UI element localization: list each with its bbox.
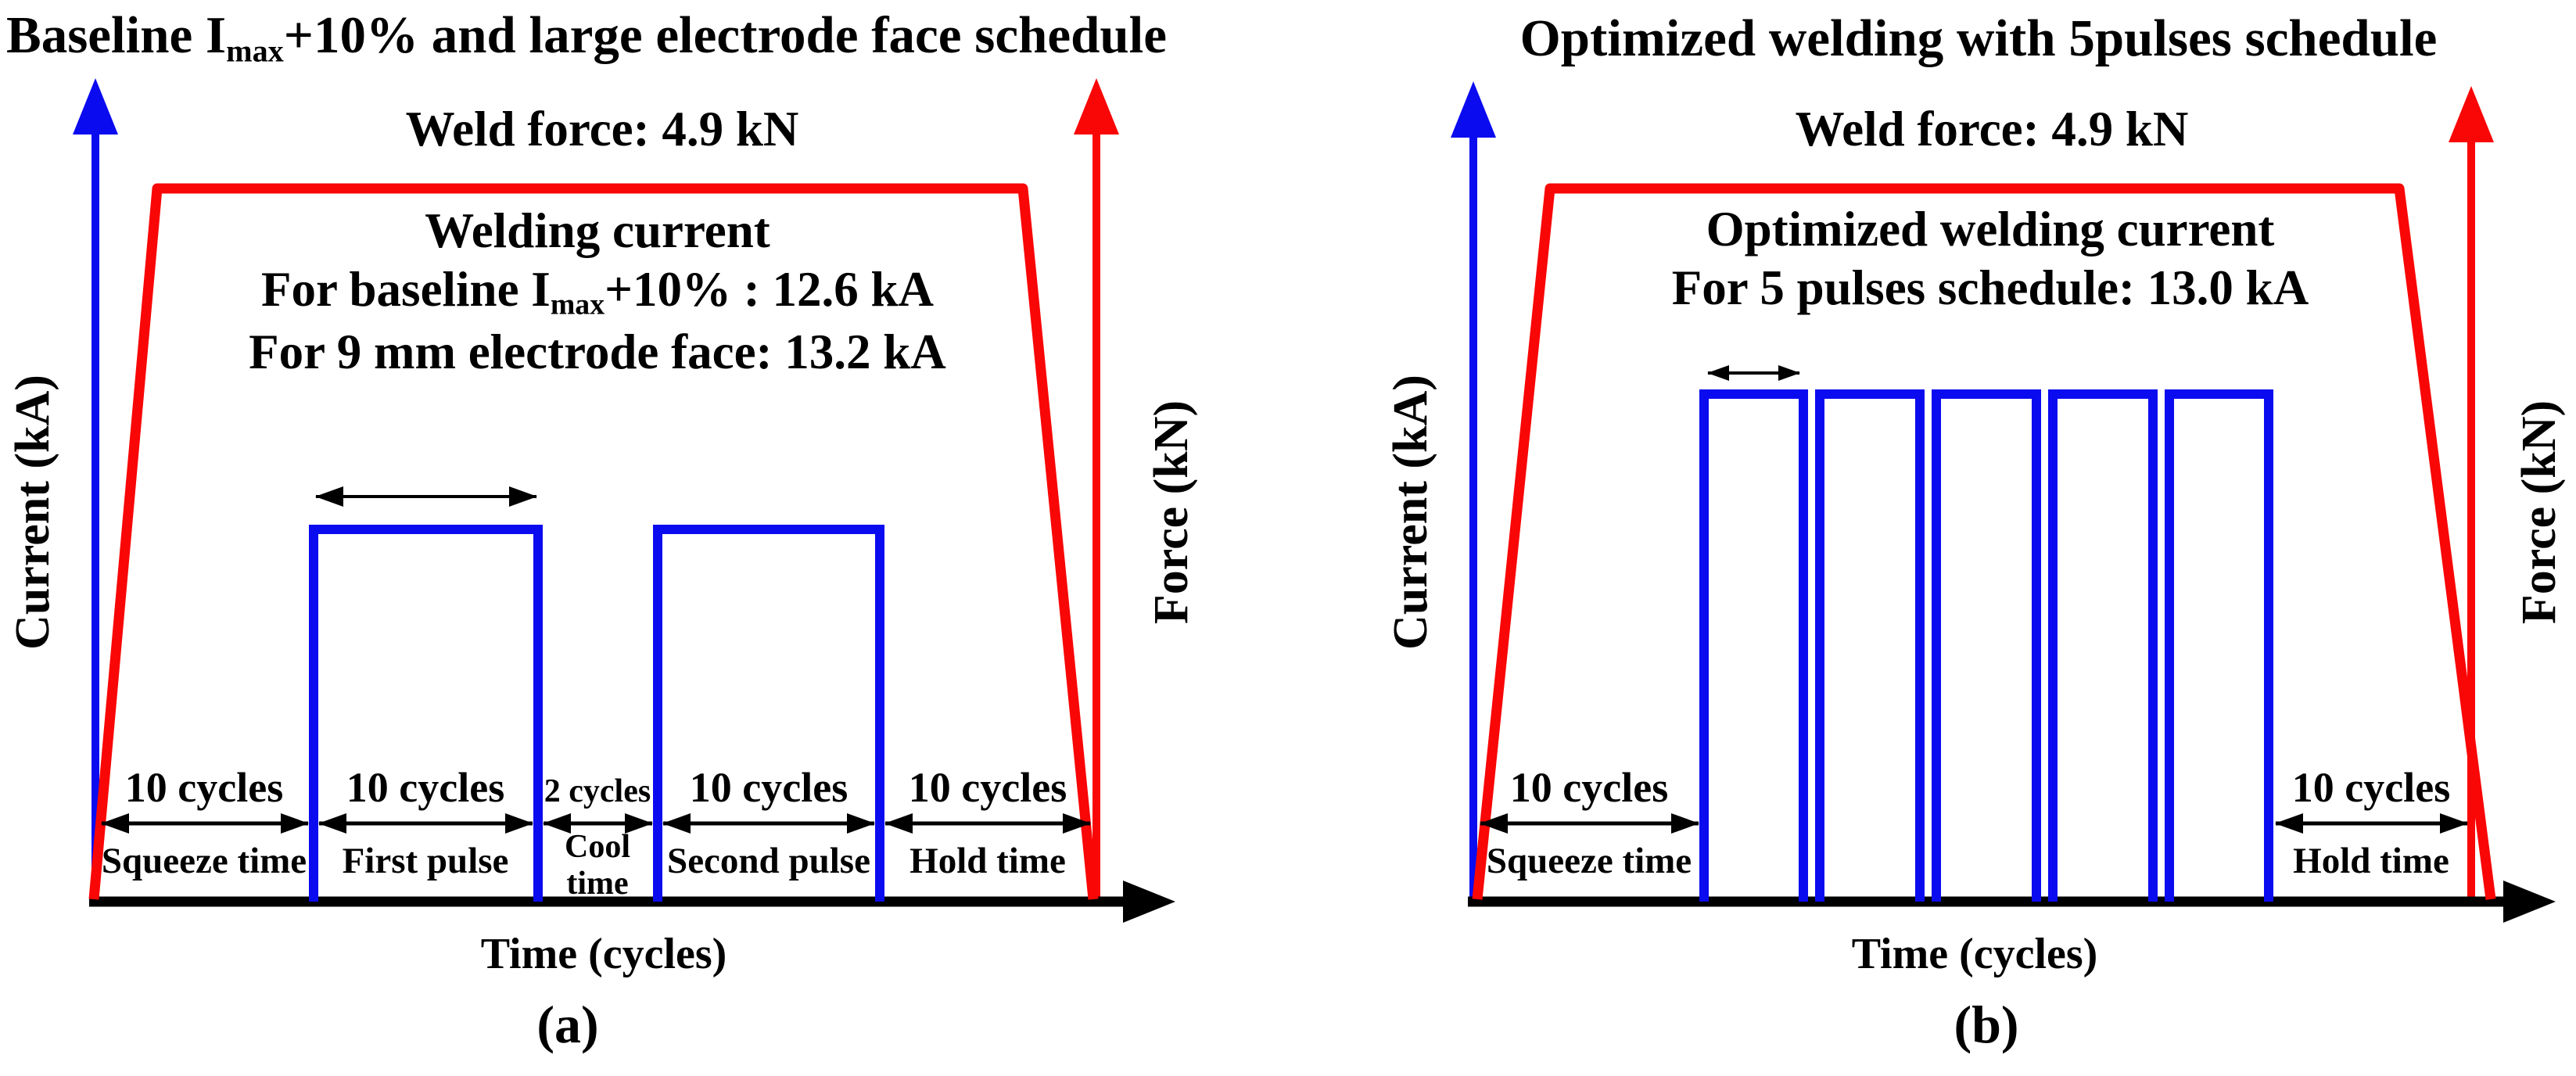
panel-b-y-axis-right-label: Force (kN) [2513,400,2566,625]
panel-b-squeeze-name: Squeeze time [1486,841,1692,881]
panel-a-second-pulse-duration: 10 cycles [689,764,849,811]
panel-b-hold-name: Hold time [2293,841,2449,881]
panel-b-current-axis-arrow-icon [1451,81,1496,138]
panel-b-current-axis [1451,81,1496,905]
panel-b-current-line2: For 5 pulses schedule: 13.0 kA [1671,260,2309,315]
panel-a-hold-duration: 10 cycles [908,764,1067,811]
panel-a-force-axis [1074,78,1119,905]
panel-a-current-line2-subscript: max [550,288,605,321]
panel-a-current-pulse-1 [309,525,543,902]
panel-a-first-pulse-duration: 10 cycles [346,764,505,811]
panel-a-title: Baseline Imax+10% and large electrode fa… [6,9,1167,66]
panel-a-weld-force-label: Weld force: 4.9 kN [405,102,799,156]
panel-b-graphics [1451,81,2556,923]
panel-a-second-pulse-name: Second pulse [667,841,870,881]
panel-a-time-axis [89,881,1175,923]
panel-b-current-pulse-4 [2048,389,2158,902]
panel-b-x-axis-label: Time (cycles) [1851,930,2098,978]
panel-b-weld-force-label: Weld force: 4.9 kN [1795,102,2189,156]
panel-a-squeeze-duration: 10 cycles [124,764,284,811]
panel-a-force-profile [88,183,1099,900]
panel-a-x-axis-label: Time (cycles) [480,930,727,978]
panel-b-welding-current-annotation: Optimized welding current For 5 pulses s… [1672,200,2309,317]
panel-a-force-axis-arrow-icon [1074,78,1119,134]
panel-a-y-axis-left-label: Current (kA) [6,375,59,650]
panel-b-title: Optimized welding with 5pulses schedule [1519,9,2438,67]
panel-b-hold-duration: 10 cycles [2291,764,2451,811]
panel-b-force-profile [1472,183,2496,900]
panel-a-first-pulse-name: First pulse [342,841,509,881]
panel-b-current-pulse-5 [2165,389,2273,902]
panel-b-current-pulse-1 [1699,389,1808,902]
panel-a-hold-name: Hold time [909,841,1066,881]
panel-a-caption: (a) [536,995,599,1054]
panel-a-welding-current-annotation: Welding current For baseline Imax+10% : … [249,202,946,381]
panel-a-title-subscript: max [226,33,284,69]
panel-a-current-line2: For baseline Imax+10% : 12.6 kA [260,261,935,321]
panel-a-current-line1: Welding current [425,203,770,258]
panel-b-current-line1: Optimized welding current [1706,202,2275,256]
panel-a-y-axis-right-label: Force (kN) [1145,400,1198,625]
panel-b-caption: (b) [1954,995,2019,1054]
panel-a-squeeze-name: Squeeze time [101,841,307,881]
panel-b-time-axis-arrow-icon [2503,881,2556,923]
panel-a-current-pulse-2 [653,525,884,902]
panel-a-cool-name: Cool time [565,829,630,902]
panel-b-current-pulse-2 [1815,389,1925,902]
panel-b-y-axis-left-label: Current (kA) [1384,375,1437,650]
panel-a-current-line3: For 9 mm electrode face: 13.2 kA [249,324,946,379]
panel-b-force-axis-arrow-icon [2449,86,2494,142]
panel-b-time-axis [1468,881,2556,923]
panel-a-current-axis-arrow-icon [73,78,118,134]
panel-a-title-suffix: +10% and large electrode face schedule [283,6,1167,64]
panel-a-cool-duration: 2 cycles [544,773,651,809]
panel-a-current-axis [73,78,118,905]
panel-a-graphics [73,78,1175,923]
panel-a-title-prefix: Baseline I [6,6,227,64]
panel-b-current-pulse-3 [1932,389,2041,902]
panel-a-time-axis-arrow-icon [1123,881,1175,923]
panel-b-squeeze-duration: 10 cycles [1509,764,1669,811]
